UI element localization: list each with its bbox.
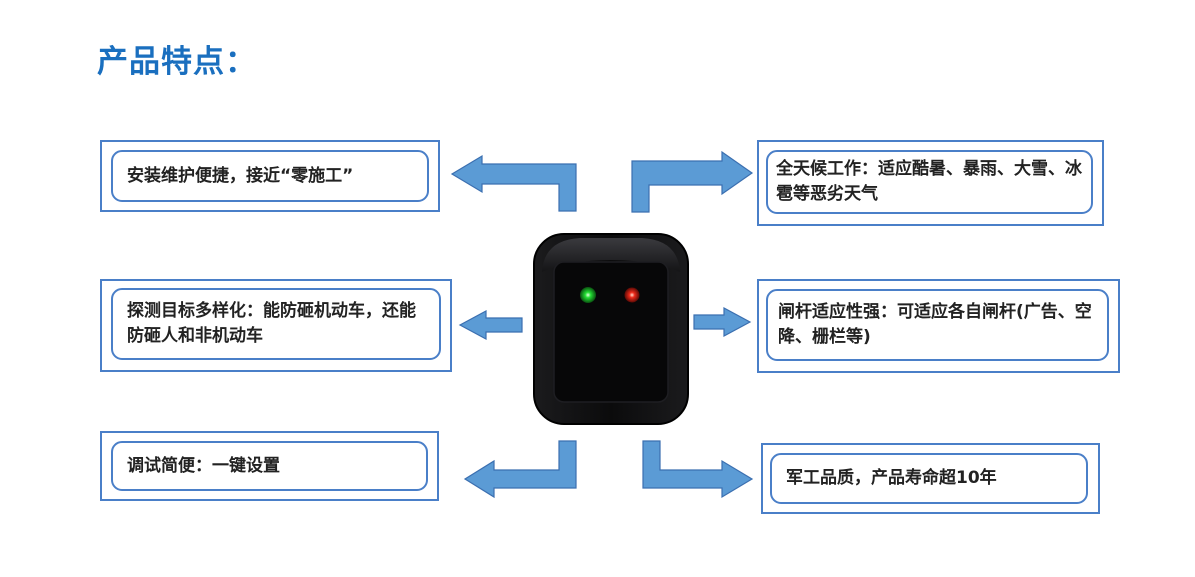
arrow-top-right-icon [631, 150, 754, 213]
feature-card-top-right: 全天候工作：适应酷暑、暴雨、大雪、冰雹等恶劣天气 [766, 150, 1093, 214]
device-face [553, 261, 669, 403]
feature-text-mid-left: 探测目标多样化：能防砸机动车，还能防砸人和非机动车 [127, 301, 416, 346]
arrow-mid-right-icon [693, 306, 752, 338]
feature-card-mid-right: 闸杆适应性强：可适应各自闸杆(广告、空降、栅栏等) [766, 289, 1109, 361]
feature-card-mid-left: 探测目标多样化：能防砸机动车，还能防砸人和非机动车 [111, 288, 441, 360]
page-title: 产品特点： [97, 44, 257, 80]
feature-card-top-left: 安装维护便捷，接近“零施工” [111, 150, 429, 202]
arrow-mid-left-icon [458, 309, 523, 341]
sensor-device [533, 233, 689, 425]
green-led-icon [580, 287, 596, 303]
feature-text-bottom-right: 军工品质，产品寿命超10年 [786, 468, 997, 488]
feature-card-bottom-left: 调试简便：一键设置 [111, 441, 428, 491]
feature-card-bottom-right: 军工品质，产品寿命超10年 [770, 453, 1088, 504]
device-top-bevel [542, 238, 680, 272]
feature-text-top-left: 安装维护便捷，接近“零施工” [127, 165, 354, 186]
arrow-bottom-left-icon [463, 440, 577, 499]
feature-text-bottom-left: 调试简便：一键设置 [127, 455, 280, 476]
arrow-bottom-right-icon [642, 440, 754, 499]
feature-text-mid-right: 闸杆适应性强：可适应各自闸杆(广告、空降、栅栏等) [778, 302, 1092, 347]
red-led-icon [624, 287, 640, 303]
feature-text-top-right: 全天候工作：适应酷暑、暴雨、大雪、冰雹等恶劣天气 [776, 159, 1082, 204]
arrow-top-left-icon [450, 154, 577, 212]
